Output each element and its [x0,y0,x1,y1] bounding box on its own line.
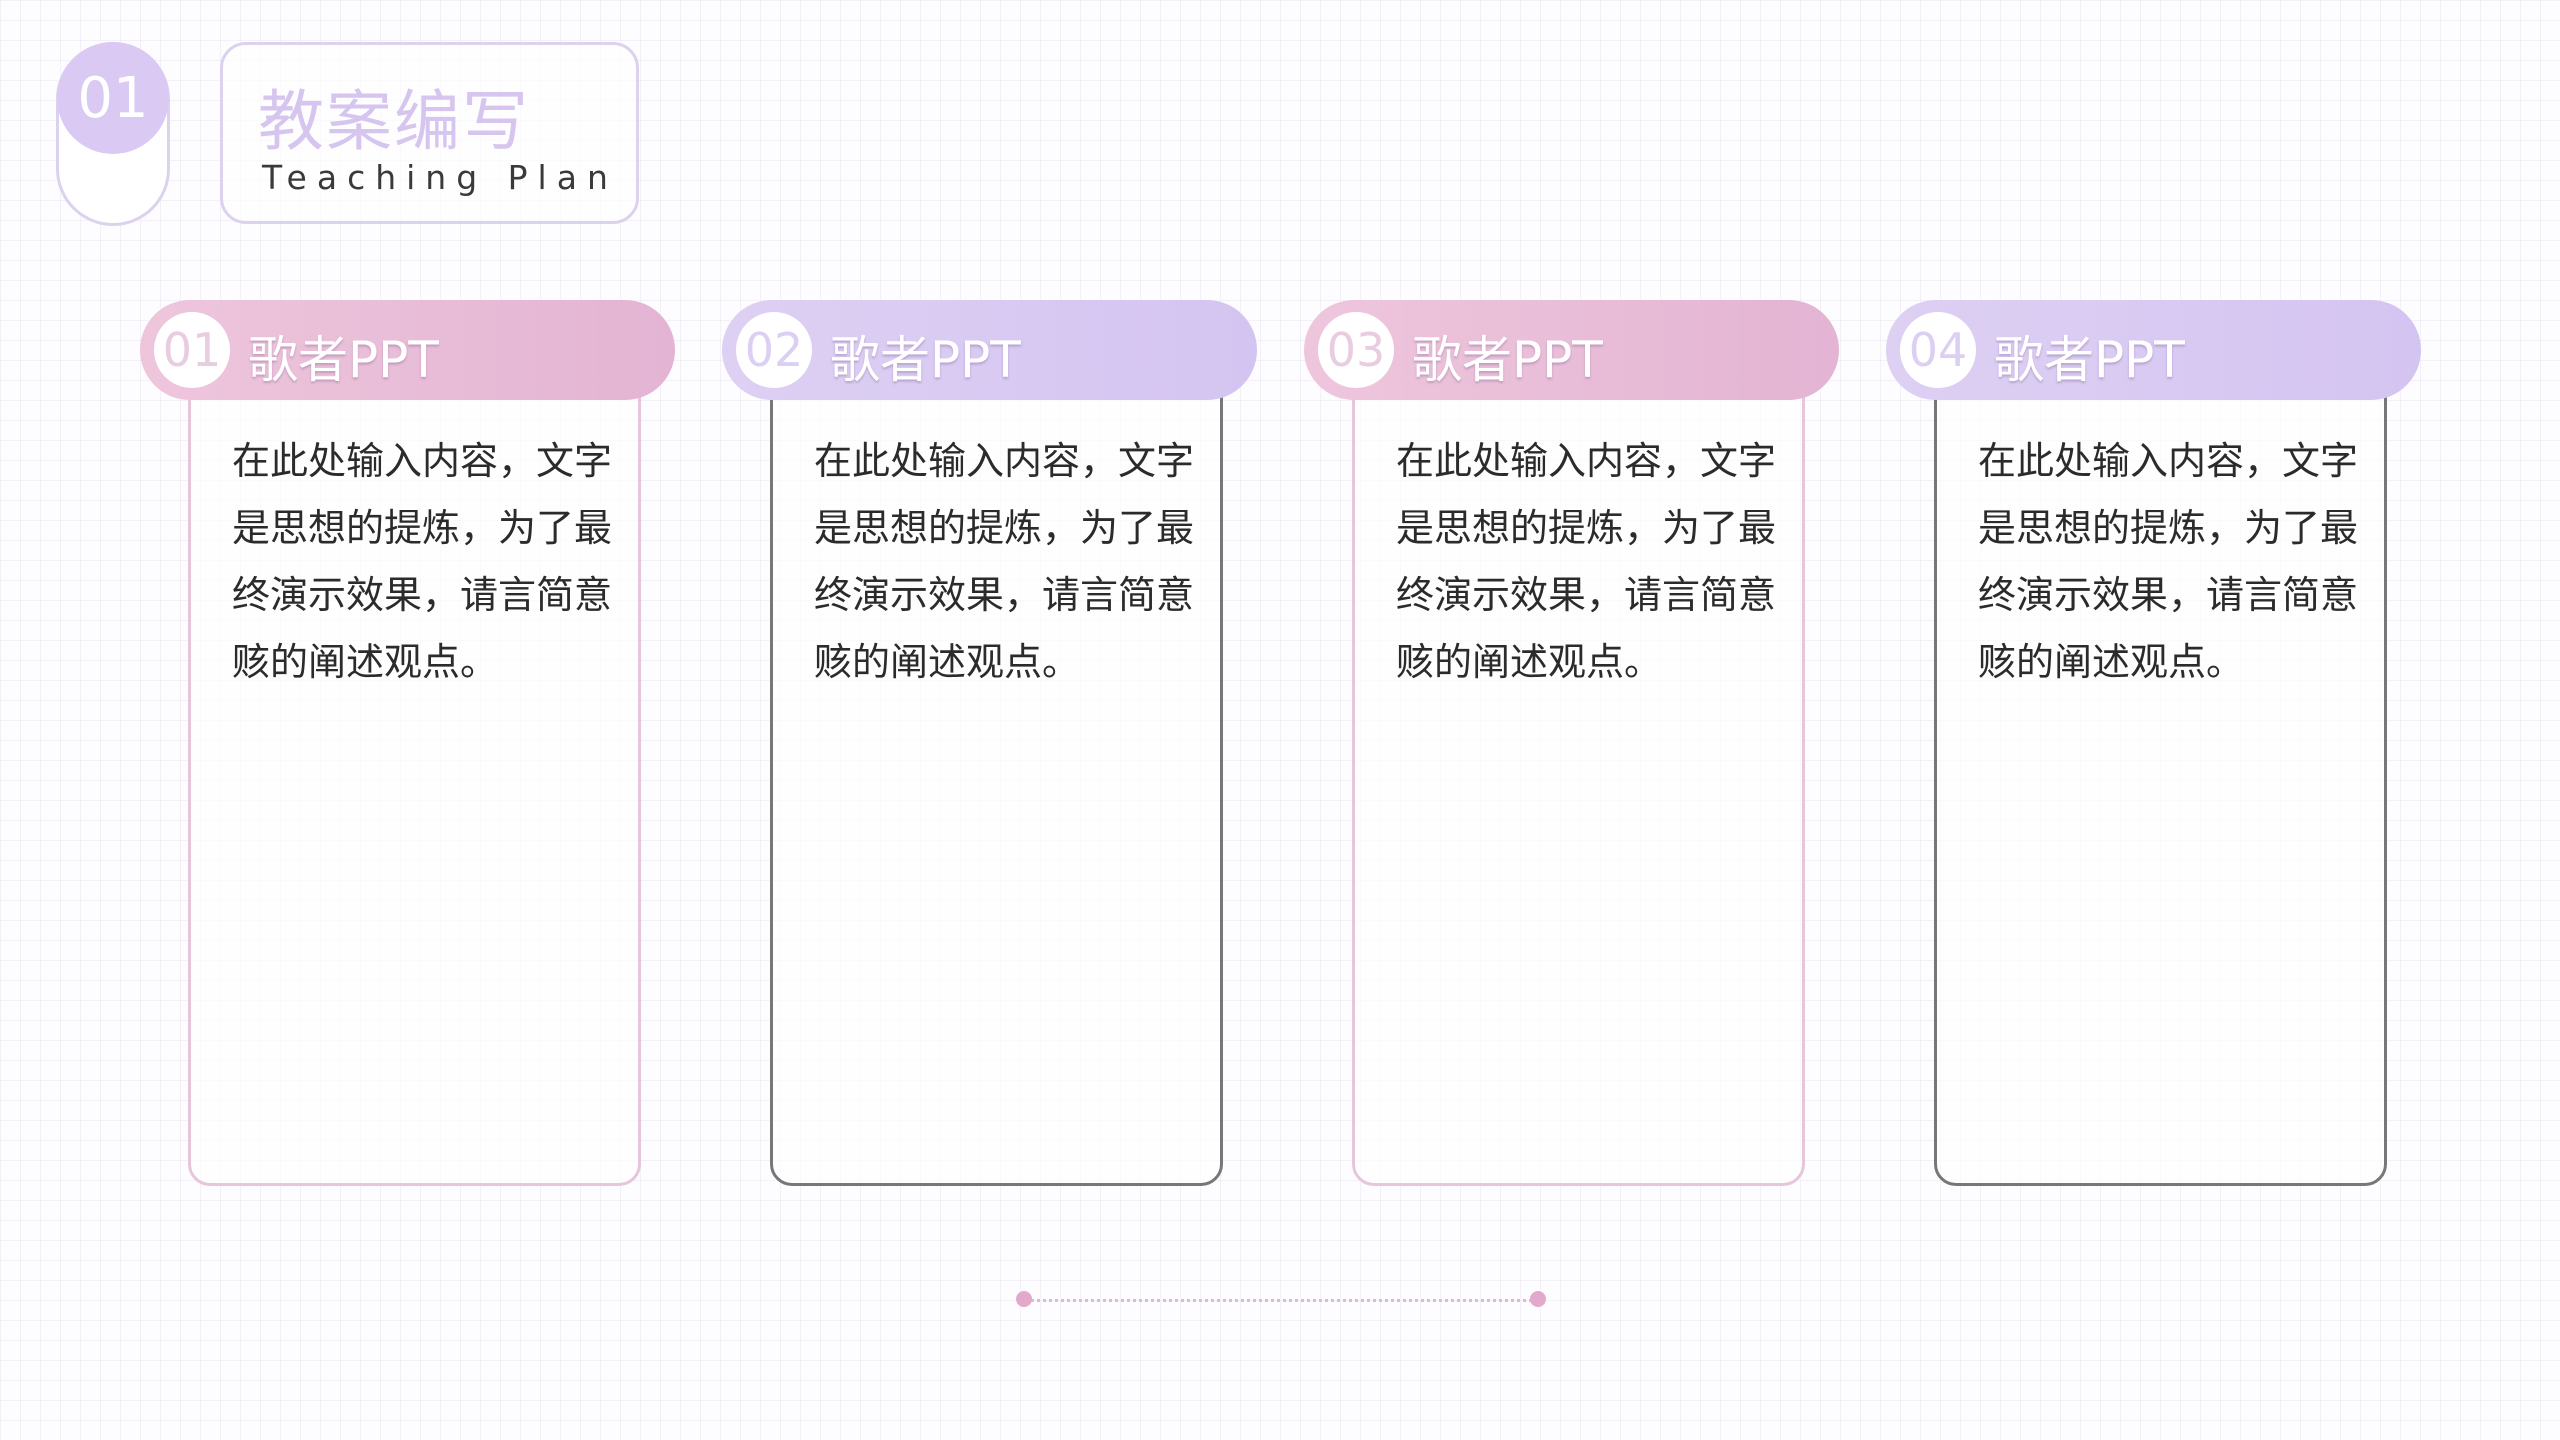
title-frame [220,42,639,224]
card-body-text: 在此处输入内容，文字是思想的提炼，为了最终演示效果，请言简意赅的阐述观点。 [1978,439,2359,684]
card-number: 01 [154,312,230,388]
footer-divider [1024,1299,1538,1302]
card-header: 03 歌者PPT [1304,300,1839,400]
card-body-text: 在此处输入内容，文字是思想的提炼，为了最终演示效果，请言简意赅的阐述观点。 [1396,439,1777,684]
card-title: 歌者PPT [1994,331,2185,389]
card-title: 歌者PPT [248,331,439,389]
page-subtitle: Teaching Plan [262,158,618,197]
card-header: 02 歌者PPT [722,300,1257,400]
section-number-badge: 01 [57,42,169,154]
content-card-2: 02 歌者PPT 在此处输入内容，文字是思想的提炼，为了最终演示效果，请言简意赅… [722,300,1257,1188]
content-card-3: 03 歌者PPT 在此处输入内容，文字是思想的提炼，为了最终演示效果，请言简意赅… [1304,300,1839,1188]
footer-dot-left [1016,1291,1032,1307]
card-body-text: 在此处输入内容，文字是思想的提炼，为了最终演示效果，请言简意赅的阐述观点。 [814,439,1195,684]
card-frame [188,360,641,1186]
card-header: 01 歌者PPT [140,300,675,400]
footer-dot-right [1530,1291,1546,1307]
card-frame [770,360,1223,1186]
card-body-text: 在此处输入内容，文字是思想的提炼，为了最终演示效果，请言简意赅的阐述观点。 [232,439,613,684]
page-title: 教案编写 [258,83,530,160]
content-card-1: 01 歌者PPT 在此处输入内容，文字是思想的提炼，为了最终演示效果，请言简意赅… [140,300,675,1188]
content-card-4: 04 歌者PPT 在此处输入内容，文字是思想的提炼，为了最终演示效果，请言简意赅… [1886,300,2421,1188]
card-title: 歌者PPT [830,331,1021,389]
card-title: 歌者PPT [1412,331,1603,389]
card-frame [1934,360,2387,1186]
card-number: 04 [1900,312,1976,388]
card-header: 04 歌者PPT [1886,300,2421,400]
card-number: 03 [1318,312,1394,388]
card-frame [1352,360,1805,1186]
section-number: 01 [77,65,149,131]
card-number: 02 [736,312,812,388]
